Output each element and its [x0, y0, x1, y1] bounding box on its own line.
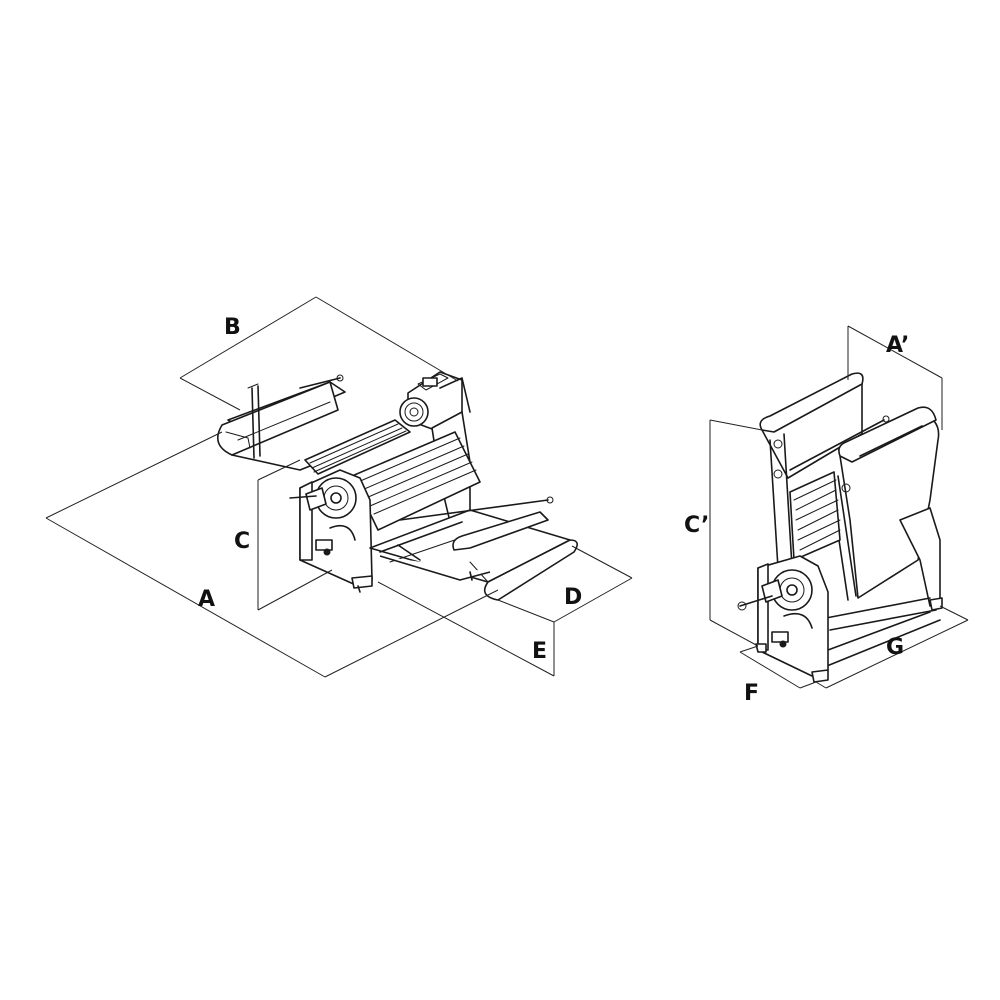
- right-conveyor-belt: [369, 496, 578, 601]
- dimension-line-f: [739, 651, 801, 689]
- left-guard-bar: [247, 383, 261, 459]
- folded-inner-grid: [789, 471, 841, 561]
- dimension-label-g: G: [886, 635, 904, 660]
- folded-front-side-frame: [737, 555, 829, 683]
- folded-rear-conveyor: [759, 372, 890, 601]
- dimension-label-f: F: [744, 681, 759, 706]
- dimension-label-d: D: [564, 585, 582, 610]
- dimension-label-e: E: [532, 639, 547, 664]
- folded-base: [821, 611, 941, 669]
- sheeter-folded-view: [737, 372, 943, 683]
- dimension-line-a: [45, 517, 326, 678]
- dimension-label-c: C: [234, 529, 250, 554]
- right-dimensions: A’ C’ F G: [684, 325, 969, 706]
- left-dimensions: A B C D E: [45, 296, 633, 678]
- machine-legs: [357, 571, 473, 593]
- dimension-line-b: [179, 296, 317, 379]
- dimension-line-g: [825, 619, 969, 689]
- motor: [399, 371, 463, 433]
- front-side-frame: [289, 469, 373, 589]
- dimension-label-c-prime: C’: [684, 513, 709, 538]
- dimension-line-a-prime: [847, 325, 943, 379]
- dimension-label-b: B: [224, 315, 241, 340]
- folded-front-conveyor: [829, 406, 940, 601]
- sheeter-open-view: [216, 371, 578, 601]
- dimension-line-d: [553, 577, 633, 623]
- dimension-label-a-prime: A’: [886, 333, 909, 358]
- folded-rear-frame: [825, 507, 943, 631]
- dimension-label-a: A: [198, 587, 215, 612]
